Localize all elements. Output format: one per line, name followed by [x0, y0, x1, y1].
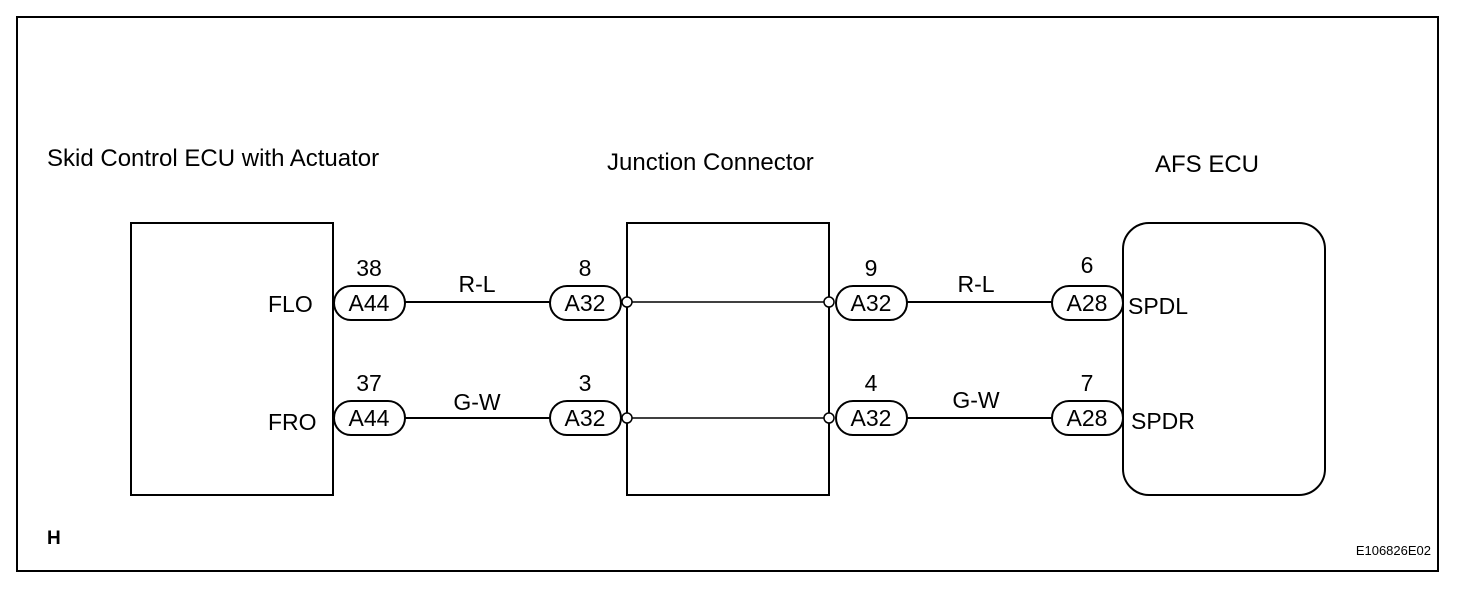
terminal-dot — [621, 412, 633, 424]
pin-number: 38 — [356, 255, 382, 281]
connector-code: A28 — [1067, 290, 1108, 316]
pin-number: 6 — [1081, 252, 1094, 278]
skid-signal-label: FRO — [268, 409, 317, 435]
circuit-row-2: FRO 37 A44 G-W 3 A32 4 A32 G-W 7 A28 SPD… — [268, 370, 1195, 436]
pin-number: 9 — [865, 255, 878, 281]
pin-number: 7 — [1081, 370, 1094, 396]
junction-connector-title: Junction Connector — [607, 149, 814, 176]
wire-color-label: R-L — [957, 271, 994, 297]
figure-id: E106826E02 — [1356, 543, 1431, 558]
connector-code: A28 — [1067, 405, 1108, 431]
afs-ecu-box — [1122, 222, 1326, 496]
afs-signal-label: SPDL — [1128, 293, 1188, 319]
afs-ecu-title: AFS ECU — [1155, 151, 1259, 178]
connector-capsule — [1051, 400, 1124, 436]
skid-ecu-title: Skid Control ECU with Actuator — [47, 145, 379, 172]
diagram-frame — [16, 16, 1439, 572]
pin-number: 4 — [865, 370, 878, 396]
terminal-dot — [621, 296, 633, 308]
connector-code: A32 — [565, 405, 606, 431]
wire-color-label: R-L — [458, 271, 495, 297]
afs-signal-label: SPDR — [1131, 408, 1195, 434]
connector-capsule — [1051, 285, 1124, 321]
connector-code: A32 — [851, 290, 892, 316]
skid-ecu-box — [130, 222, 334, 496]
connector-code: A44 — [349, 405, 390, 431]
connector-capsule — [549, 400, 622, 436]
wire-color-label: G-W — [453, 389, 501, 415]
pin-number: 37 — [356, 370, 382, 396]
connector-code: A44 — [349, 290, 390, 316]
circuit-row-1: FLO 38 A44 R-L 8 A32 9 A32 R-L 6 A28 SPD… — [268, 252, 1188, 321]
skid-signal-label: FLO — [268, 291, 313, 317]
connector-code: A32 — [565, 290, 606, 316]
wire-color-label: G-W — [952, 387, 1000, 413]
terminal-dot — [823, 296, 835, 308]
terminal-dot — [823, 412, 835, 424]
pin-number: 3 — [579, 370, 592, 396]
connector-capsule — [549, 285, 622, 321]
junction-connector-box — [626, 222, 830, 496]
connector-code: A32 — [851, 405, 892, 431]
pin-number: 8 — [579, 255, 592, 281]
corner-label: H — [47, 528, 61, 549]
